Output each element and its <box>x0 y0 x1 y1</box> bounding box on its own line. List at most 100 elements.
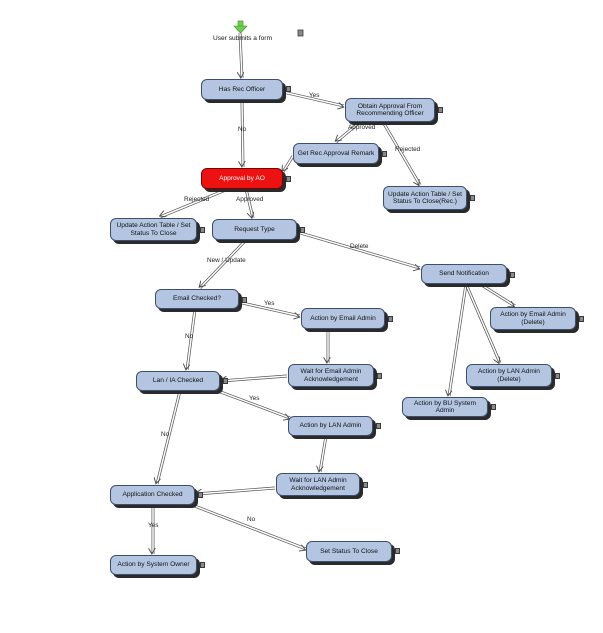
edge-connector <box>336 122 361 144</box>
edge-connector <box>192 503 307 549</box>
edge-connector <box>221 374 287 380</box>
node-lan-ia-checked[interactable]: Lan / IA Checked <box>136 371 220 391</box>
node-handle[interactable] <box>286 86 291 92</box>
node-handle[interactable] <box>363 482 368 488</box>
node-handle[interactable] <box>470 195 475 201</box>
edge-connector <box>160 189 229 219</box>
node-email-checked[interactable]: Email Checked? <box>155 289 239 309</box>
node-send-notification[interactable]: Send Notification <box>421 264 507 284</box>
edge-connector <box>466 283 502 363</box>
start-arrow-icon <box>233 20 248 34</box>
edge-connector <box>187 309 197 371</box>
node-set-status-to-close[interactable]: Set Status To Close <box>306 541 392 562</box>
edge-label-rejected: Rejected <box>395 146 421 153</box>
edge-label-no: No <box>247 516 256 523</box>
edge-label-no: No <box>185 333 194 340</box>
edge-label-yes: Yes <box>264 300 275 307</box>
edge-connector <box>239 33 241 78</box>
node-handle[interactable] <box>376 423 381 429</box>
edge-label-delete: Delete <box>350 243 369 250</box>
node-handle[interactable] <box>438 107 443 113</box>
edge-connector <box>479 284 514 307</box>
edge-connector <box>319 435 326 472</box>
edge-label-no: No <box>238 126 247 133</box>
edge-connector <box>237 302 300 317</box>
edges-layer <box>152 32 516 554</box>
node-has-rec-officer[interactable]: Has Rec Officer <box>201 79 283 100</box>
edge-connector <box>449 284 468 397</box>
node-approval-by-ao[interactable]: Approval by AO <box>201 168 283 189</box>
node-action-by-lan-admin-delete[interactable]: Action by LAN Admin (Delete) <box>466 364 552 387</box>
node-handle[interactable] <box>200 227 205 233</box>
edge-connector <box>282 92 344 107</box>
edge-connector <box>464 284 499 363</box>
node-handle[interactable] <box>510 272 515 278</box>
node-action-by-email-admin-delete[interactable]: Action by Email Admin (Delete) <box>490 307 576 330</box>
edge-label-approved: Approved <box>236 196 264 203</box>
edge-connector <box>320 436 328 473</box>
edge-connector <box>221 376 288 383</box>
edge-connector <box>160 187 228 216</box>
node-handle[interactable] <box>395 548 400 554</box>
edge-connector <box>242 99 245 167</box>
edge-connector <box>240 32 244 78</box>
node-request-type[interactable]: Request Type <box>212 219 297 240</box>
edge-label-new-update: New / Update <box>207 257 246 264</box>
node-handle[interactable] <box>579 316 584 322</box>
node-action-by-lan-admin[interactable]: Action by LAN Admin <box>288 416 373 436</box>
edge-connector <box>218 389 291 418</box>
edge-label-no: No <box>161 431 170 438</box>
node-handle[interactable] <box>223 378 228 384</box>
edge-connector <box>283 90 345 106</box>
node-handle[interactable] <box>377 373 382 379</box>
edge-connector <box>448 283 466 396</box>
node-handle[interactable] <box>382 151 387 157</box>
edge-connector <box>196 488 276 496</box>
node-handle[interactable] <box>198 492 203 498</box>
edge-connector <box>238 300 301 316</box>
node-handle[interactable] <box>388 316 393 322</box>
edge-connector <box>199 238 246 287</box>
node-wait-lan-ack[interactable]: Wait for LAN Admin Acknowledgement <box>276 473 360 496</box>
edge-label-yes: Yes <box>148 522 159 529</box>
edge-connector <box>282 155 293 171</box>
node-handle[interactable] <box>555 373 560 379</box>
node-handle[interactable] <box>300 227 305 233</box>
start-handle[interactable] <box>297 29 304 37</box>
edge-connector <box>381 122 419 186</box>
edge-connector <box>480 282 516 306</box>
edge-connector <box>241 100 242 167</box>
node-action-by-bu-system-admin[interactable]: Action by BU System Admin <box>402 397 488 417</box>
edge-connector <box>297 230 421 268</box>
edge-connector <box>186 308 195 370</box>
edge-connector <box>246 188 255 218</box>
node-handle[interactable] <box>491 404 496 410</box>
edge-label-yes: Yes <box>249 395 260 402</box>
node-get-rec-approval-remark[interactable]: Get Rec Approval Remark <box>293 143 379 164</box>
node-obtain-approval[interactable]: Obtain Approval From Recommending Office… <box>345 98 435 122</box>
edge-connector <box>283 156 295 173</box>
edge-connector <box>296 232 420 269</box>
node-action-by-system-owner[interactable]: Action by System Owner <box>110 555 197 575</box>
node-update-action-close[interactable]: Update Action Table / Set Status To Clos… <box>110 218 197 241</box>
edge-label-rejected: Rejected <box>184 196 210 203</box>
edge-connector <box>383 121 422 185</box>
edge-connector <box>156 390 180 484</box>
edge-label-approved: Approved <box>348 124 376 131</box>
edge-connector <box>217 391 290 419</box>
node-handle[interactable] <box>242 297 247 303</box>
node-handle[interactable] <box>200 562 205 568</box>
start-label: User submits a form <box>213 35 272 42</box>
edge-connector <box>191 505 306 550</box>
edge-label-yes: Yes <box>309 92 320 99</box>
node-wait-email-ack[interactable]: Wait for Email Admin Acknowledgement <box>288 364 374 387</box>
edge-connector <box>157 391 182 485</box>
edge-connector <box>200 240 248 290</box>
node-application-checked[interactable]: Application Checked <box>110 485 195 505</box>
node-handle[interactable] <box>286 176 291 182</box>
edge-connector <box>335 120 360 141</box>
node-action-by-email-admin[interactable]: Action by Email Admin <box>301 308 385 329</box>
node-update-action-rec[interactable]: Update Action Table / Set Status To Clos… <box>383 186 467 210</box>
edge-connector <box>244 189 252 218</box>
